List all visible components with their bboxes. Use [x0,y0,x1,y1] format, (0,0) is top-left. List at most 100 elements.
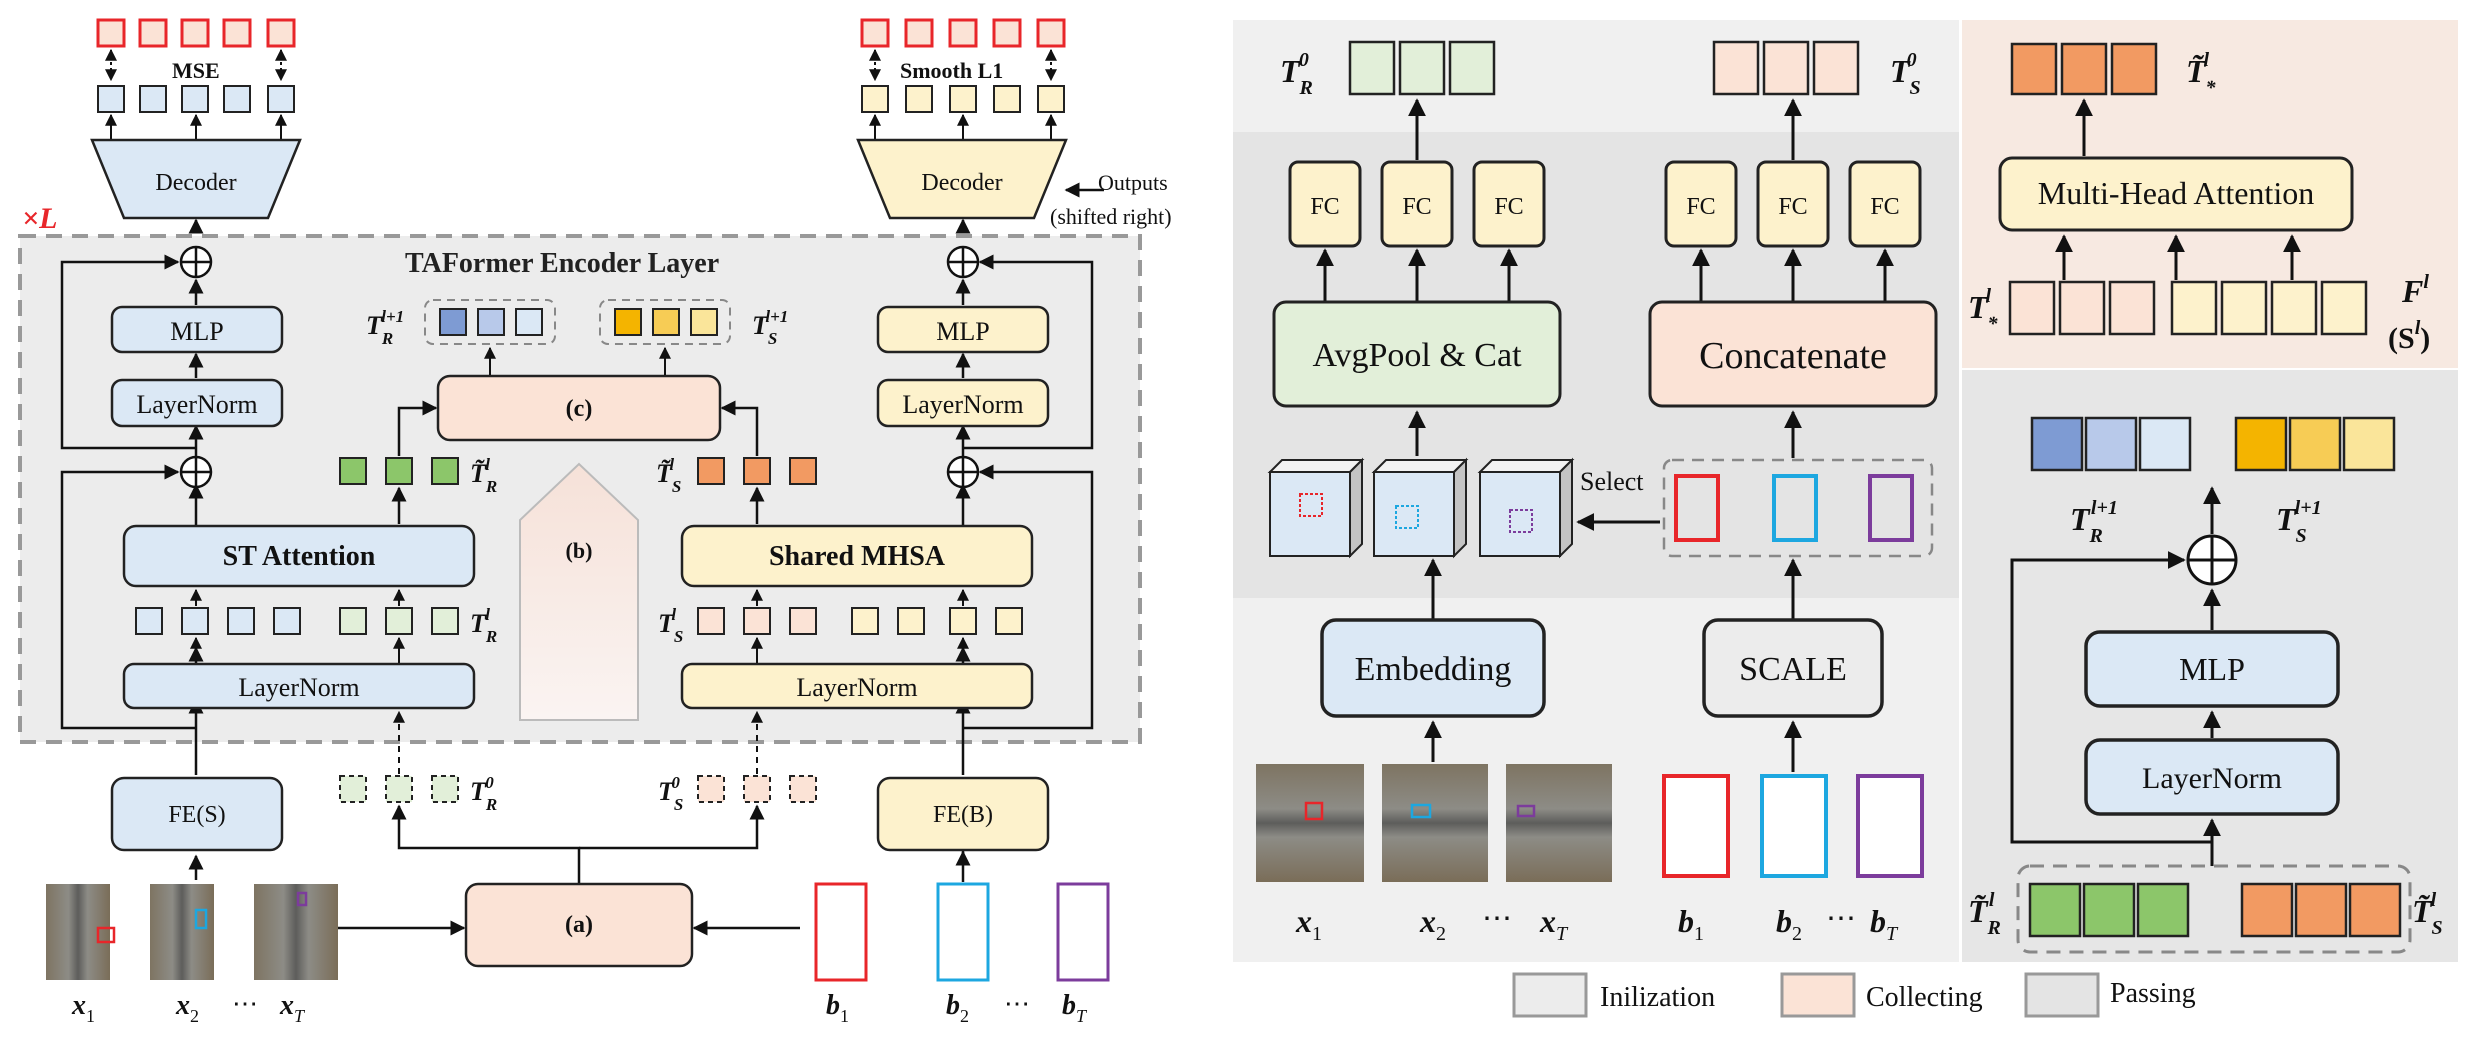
smoothl1-pred-tokens [861,85,1065,113]
layernorm-right-top [876,378,1050,428]
smoothl1-target-tokens [860,18,1066,48]
b-ellipsis: ⋯ [1004,989,1030,1018]
shared-mhsa-label: Shared MHSA [769,541,946,572]
svg-text:T̃Sl: T̃Sl [656,455,681,496]
legend: Inilization Collecting Passing [1512,972,2196,1018]
embedding [1320,618,1546,718]
middle-panel: TR0 TS0 FC FC FC FC FC FC [1233,20,1959,962]
fc-label-1: FC [1310,194,1339,220]
outputs-label-1: Outputs [1098,170,1168,195]
t-s-0-tokens [697,775,817,803]
bbox-inputs-middle [1662,774,1924,878]
x-ellipsis: ⋯ [232,989,258,1018]
svg-text:T*l: T*l [1968,285,1999,335]
svg-text:x2: x2 [1419,903,1446,945]
input-frames-middle [1256,764,1612,882]
decoder-left [90,138,302,220]
b2-label: b [946,990,960,1021]
svg-text:TRl: TRl [470,605,497,646]
bbox-inputs-left [814,882,1110,982]
svg-text:TS0: TS0 [1890,49,1921,99]
svg-text:xT: xT [279,990,306,1026]
t-s-tilde-label: T̃ [656,459,673,488]
select-label: Select [1580,467,1644,496]
t-r-0-tokens [339,775,459,803]
mid-b1-label: b [1678,903,1694,939]
concatenate [1648,300,1938,408]
right-t-r-tilde-tokens [2028,882,2190,938]
right-t-s-tilde-tokens [2240,882,2402,938]
box-a-label: (a) [565,912,593,938]
st-input-tokens [135,607,459,635]
svg-text:T̃Sl: T̃Sl [2412,889,2443,939]
multi-head-attention [1998,156,2354,232]
scale-label: SCALE [1739,651,1847,688]
box-c-label: (c) [566,396,593,422]
svg-text:TS0: TS0 [658,773,683,814]
mid-x1-label: x [1295,903,1312,939]
t-star-tilde-label: T̃ [2186,53,2207,89]
repeat-label: ×L [22,202,57,235]
svg-text:x1: x1 [71,990,95,1026]
fc-left-group [1288,160,1546,248]
mid-x2-label: x [1419,903,1436,939]
svg-text:(Sl): (Sl) [2388,317,2430,355]
mlp-right [876,305,1050,354]
fc-right-group [1664,160,1922,248]
svg-text:TSl+1: TSl+1 [2276,497,2322,547]
svg-text:b2: b2 [1776,903,1802,945]
layernorm-left-top-label: LayerNorm [136,390,257,419]
box-b-label: (b) [566,538,593,563]
svg-text:TRl+1: TRl+1 [2070,497,2118,547]
svg-text:bT: bT [1870,903,1899,945]
t-s-next-group [599,299,731,345]
mid-t-r-0-tokens [1348,40,1496,96]
mid-t-s-0-tokens [1712,40,1860,96]
svg-text:xT: xT [1539,903,1569,945]
right-layernorm-label: LayerNorm [2142,762,2282,795]
svg-text:TRl+1: TRl+1 [366,307,404,348]
feature-cubes [1267,457,1575,559]
t-star-tokens [2008,280,2156,336]
scale [1702,618,1884,718]
next-s-tokens [2234,416,2396,472]
layernorm-left-bottom-label: LayerNorm [238,673,359,702]
fc-label-2: FC [1402,194,1431,220]
mid-t-r-0-label: T [1280,53,1301,89]
xT-label: x [279,990,294,1021]
box-c [436,374,722,442]
svg-text:b2: b2 [946,990,969,1026]
layernorm-left-bottom [122,662,476,710]
mid-bT-label: b [1870,903,1886,939]
mlp-left-label: MLP [170,317,223,346]
f-l-label: F [2401,273,2423,309]
t-s-tilde-tokens [697,457,817,485]
t-r-tilde-label: T̃ [470,459,487,488]
input-frames-left [46,884,338,980]
right-t-s-tilde-label: T̃ [2412,893,2433,929]
b1-label: b [826,990,840,1021]
legend-init: Inilization [1600,982,1715,1013]
encoder-title: TAFormer Encoder Layer [405,248,719,279]
right-t-r-tilde-label: T̃ [1968,893,1989,929]
fe-b-label: FE(B) [933,802,993,828]
mid-x-ellipsis: ⋯ [1482,902,1512,935]
svg-text:TR0: TR0 [1280,49,1313,99]
t-r-next-label: T [366,311,383,340]
layernorm-right-top-label: LayerNorm [902,390,1023,419]
fc-label-3: FC [1494,194,1523,220]
legend-collect: Collecting [1866,982,1983,1013]
fe-s-label: FE(S) [168,802,225,828]
embedding-label: Embedding [1355,651,1512,688]
right-mlp [2084,630,2340,708]
box-a [464,882,694,968]
t-r-next-group [424,299,556,345]
avgpool-cat-label: AvgPool & Cat [1312,337,1522,374]
tilde-token-group [2016,864,2412,954]
svg-text:TSl: TSl [658,605,683,646]
mse-target-tokens [96,18,296,48]
left-panel: ×L TAFormer Encoder Layer MSE De [18,18,1172,1026]
right-panel: T̃*l Multi-Head Attention T*l Fl (Sl) [1962,20,2458,962]
mid-b-ellipsis: ⋯ [1826,902,1856,935]
